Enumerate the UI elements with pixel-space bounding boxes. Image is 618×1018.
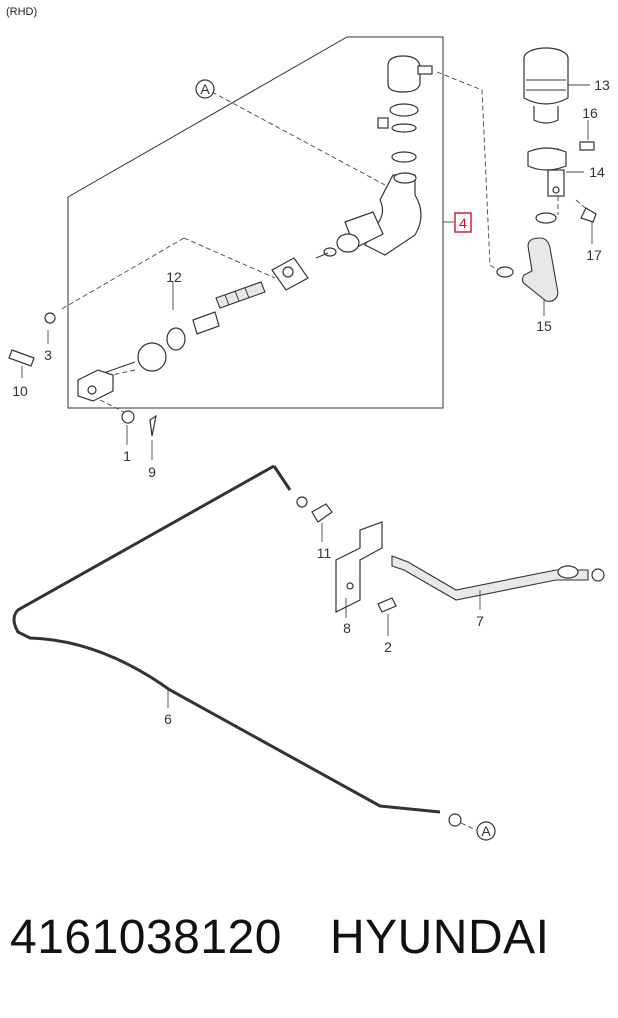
assembly-box	[67, 36, 444, 409]
bolt-2	[377, 597, 397, 613]
clevis-pin	[8, 349, 35, 367]
callout-14: 14	[589, 164, 605, 180]
nut	[44, 312, 56, 324]
rhd-note: (RHD)	[6, 6, 38, 18]
pipe-fitting-top	[296, 496, 308, 508]
clutch-hose	[391, 555, 605, 601]
callout-4-box	[454, 212, 472, 233]
pushrod-boot	[97, 281, 266, 376]
reference-a-label-bottom: A	[481, 823, 491, 839]
callout-1: 1	[123, 448, 131, 464]
callout-7: 7	[476, 613, 484, 629]
callout-11: 11	[317, 545, 332, 561]
callout-4: 4	[459, 215, 467, 231]
reference-a-label-top: A	[200, 81, 210, 97]
reservoir-cap	[377, 55, 433, 163]
reservoir-bracket	[527, 147, 567, 224]
callout-12: 12	[166, 269, 182, 285]
callout-2: 2	[384, 639, 392, 655]
part-number: 4161038120	[10, 911, 282, 964]
clutch-master-cylinder-diagram: A A 4 12 3 10 1 9 13 16 14 17 15 11 8 2 …	[8, 36, 610, 841]
callout-10: 10	[12, 383, 28, 399]
clip	[311, 503, 333, 523]
callout-8: 8	[343, 620, 351, 636]
washer	[121, 410, 135, 424]
cotter-pin	[149, 414, 157, 437]
part-caption: 4161038120 HYUNDAI	[10, 910, 610, 965]
bolt-17	[580, 207, 597, 223]
clutch-pipe	[12, 464, 441, 814]
reference-a-bottom	[476, 821, 496, 841]
master-cylinder-body	[271, 172, 422, 291]
reservoir-hose	[496, 237, 559, 302]
callout-13: 13	[594, 77, 610, 93]
brand-name: HYUNDAI	[329, 911, 550, 964]
bolt-16	[579, 141, 595, 151]
pipe-fitting-bottom	[448, 813, 462, 827]
callout-15: 15	[536, 318, 552, 334]
reservoir	[523, 47, 569, 124]
callout-6: 6	[164, 711, 172, 727]
reference-a-top	[195, 79, 215, 99]
callout-9: 9	[148, 464, 156, 480]
clevis	[77, 369, 114, 402]
hose-bracket	[311, 503, 397, 613]
callout-3: 3	[44, 347, 52, 363]
callout-16: 16	[582, 105, 598, 121]
callout-17: 17	[586, 247, 602, 263]
